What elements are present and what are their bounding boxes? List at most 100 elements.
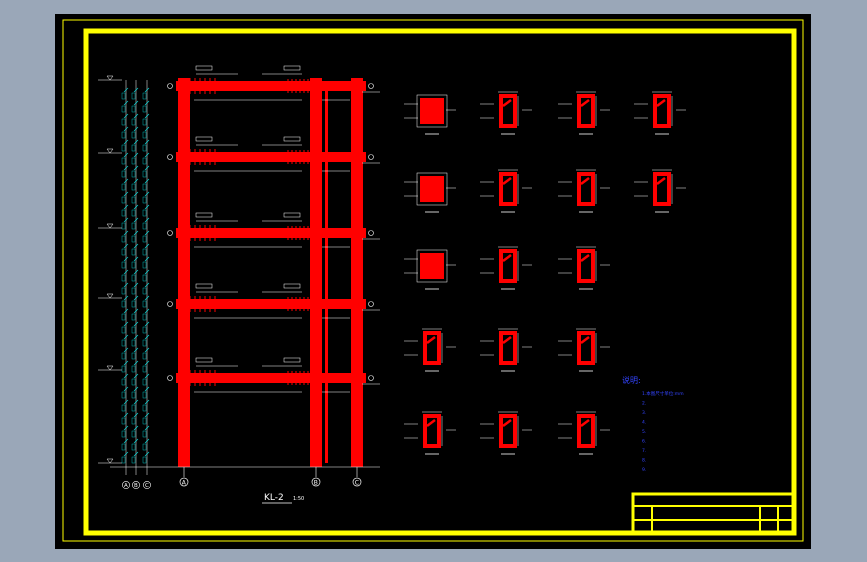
section-hook	[656, 177, 666, 185]
frame-column	[351, 78, 363, 467]
dimension-text-mark	[131, 352, 136, 360]
dim-box	[283, 65, 301, 71]
dimension-text-mark	[121, 144, 126, 152]
frame-column	[178, 78, 190, 467]
dimension-text-mark	[121, 92, 126, 100]
section-hook	[580, 99, 590, 107]
dimension-tick	[144, 334, 150, 340]
dimension-tick	[144, 243, 150, 249]
dimension-tick	[123, 451, 129, 457]
dimension-tick	[144, 425, 150, 431]
dimension-text-mark	[142, 365, 147, 373]
dimension-tick	[123, 243, 129, 249]
dimension-tick	[123, 204, 129, 210]
dimension-text-mark	[131, 430, 136, 438]
dimension-tick	[133, 373, 139, 379]
dimension-tick	[133, 451, 139, 457]
section-stirrup	[577, 172, 595, 206]
dimension-text-mark	[142, 196, 147, 204]
frame-column-inner	[325, 82, 328, 463]
frame-beam	[176, 373, 366, 383]
dimension-text-mark	[131, 404, 136, 412]
dimension-tick	[133, 386, 139, 392]
frame-beam	[176, 81, 366, 91]
dimension-text-mark	[142, 287, 147, 295]
frame-beam	[176, 228, 366, 238]
dimension-tick	[144, 451, 150, 457]
dimension-tick	[133, 217, 139, 223]
section-detail	[404, 249, 456, 290]
dimension-tick	[133, 321, 139, 327]
section-detail	[480, 169, 532, 213]
dimension-text-mark	[142, 430, 147, 438]
dimension-tick	[144, 399, 150, 405]
dimension-text-mark	[131, 300, 136, 308]
note-line: 6.	[642, 439, 646, 445]
dimension-text-mark	[131, 456, 136, 464]
dimension-text-mark	[131, 196, 136, 204]
dimension-text-mark	[121, 170, 126, 178]
dimension-text-mark	[142, 235, 147, 243]
dimension-text-mark	[121, 391, 126, 399]
grid-bubble	[311, 477, 321, 487]
dimension-text-mark	[121, 378, 126, 386]
dimension-tick	[123, 152, 129, 158]
section-outline	[416, 172, 448, 206]
dimension-tick	[123, 399, 129, 405]
bar-marker	[368, 230, 374, 236]
section-hook	[580, 254, 590, 262]
dim-box	[283, 283, 301, 289]
section-hook	[502, 336, 512, 344]
dimension-tick	[123, 191, 129, 197]
dimension-text-mark	[121, 118, 126, 126]
dimension-text-mark	[121, 157, 126, 165]
dimension-text-mark	[121, 209, 126, 217]
grid-label: A	[182, 479, 187, 486]
dimension-tick	[123, 308, 129, 314]
section-detail	[480, 246, 532, 290]
section-hook	[426, 419, 436, 427]
dimension-tick	[144, 204, 150, 210]
dimension-text-mark	[121, 131, 126, 139]
dimension-tick	[123, 87, 129, 93]
dimension-text-mark	[142, 261, 147, 269]
dim-box	[195, 136, 213, 142]
dimension-tick	[133, 438, 139, 444]
dimension-tick	[133, 243, 139, 249]
outer-border	[62, 19, 804, 542]
dimension-tick	[133, 178, 139, 184]
dimension-tick	[133, 412, 139, 418]
section-stirrup	[577, 414, 595, 448]
note-line: 7.	[642, 448, 646, 454]
frame-title: KL-2	[264, 493, 284, 503]
section-stirrup	[577, 331, 595, 365]
dimension-text-mark	[121, 313, 126, 321]
dimension-text-mark	[131, 287, 136, 295]
dimension-tick	[144, 165, 150, 171]
section-detail	[634, 169, 686, 213]
dimension-tick	[123, 438, 129, 444]
dimension-tick	[133, 152, 139, 158]
dimension-tick	[123, 425, 129, 431]
title-block	[631, 492, 796, 535]
dimension-tick	[133, 269, 139, 275]
section-stirrup	[423, 331, 441, 365]
dimension-tick	[133, 204, 139, 210]
section-detail	[558, 328, 610, 372]
dimension-tick	[123, 321, 129, 327]
dimension-tick	[144, 438, 150, 444]
dimension-text-mark	[121, 235, 126, 243]
dimension-text-mark	[131, 131, 136, 139]
dim-box	[283, 357, 301, 363]
bar-marker	[167, 230, 173, 236]
dimension-tick	[123, 165, 129, 171]
dimension-tick	[144, 230, 150, 236]
dimension-tick	[133, 256, 139, 262]
frame-beam	[176, 152, 366, 162]
dimension-tick	[133, 126, 139, 132]
note-line: 9.	[642, 467, 646, 473]
section-hook	[502, 254, 512, 262]
note-line: 8.	[642, 458, 646, 464]
axis-bubble	[132, 481, 140, 489]
section-detail	[558, 246, 610, 290]
